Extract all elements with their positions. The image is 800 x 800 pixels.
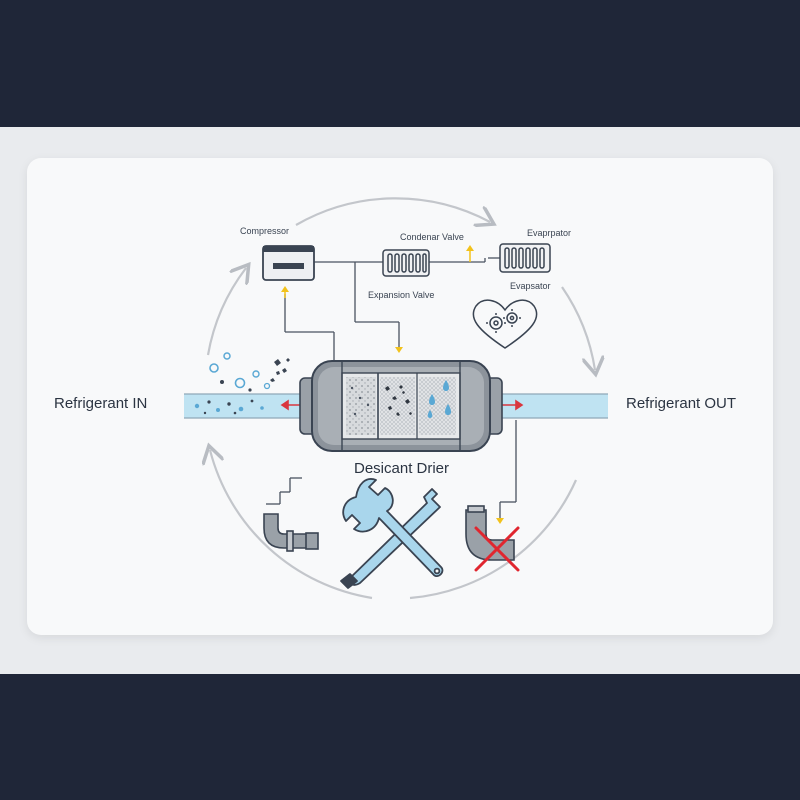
- compressor-icon: [262, 245, 315, 281]
- red-cross-icon: [474, 526, 520, 572]
- debris-icon: [194, 352, 290, 415]
- evaporator-label: Evaprpator: [527, 228, 572, 238]
- pipe-out: [492, 393, 608, 419]
- condenser-valve-label: Condenar Valve: [400, 232, 464, 242]
- compressor-label: Compressor: [240, 226, 290, 236]
- condenser-coil-icon: [382, 249, 430, 277]
- pipe-in: [184, 393, 314, 419]
- cycle-arrow-icon: [208, 197, 595, 600]
- flow-arrow-yellow: [281, 245, 504, 524]
- evaporator-lower-label: Evapsator: [510, 281, 551, 291]
- refrigerant-out-label: Refrigerant OUT: [626, 395, 737, 412]
- wrench-screwdriver-icon: [340, 478, 444, 589]
- heart-gears-icon: [472, 299, 538, 349]
- circuit-lines: [266, 257, 517, 520]
- pipe-elbow-icon: [465, 505, 515, 561]
- pipe-elbow-icon: [263, 513, 319, 552]
- refrigerant-in-label: Refrigerant IN: [54, 395, 148, 412]
- water-droplet-icon: [427, 380, 451, 418]
- desiccant-drier-label: Desicant Drier: [354, 460, 450, 477]
- evaporator-coil-icon: [499, 243, 551, 273]
- bottom-band: [0, 674, 800, 800]
- top-band: [0, 0, 800, 127]
- expansion-valve-label: Expansion Valve: [368, 290, 435, 300]
- desiccant-drier-icon: [299, 360, 503, 452]
